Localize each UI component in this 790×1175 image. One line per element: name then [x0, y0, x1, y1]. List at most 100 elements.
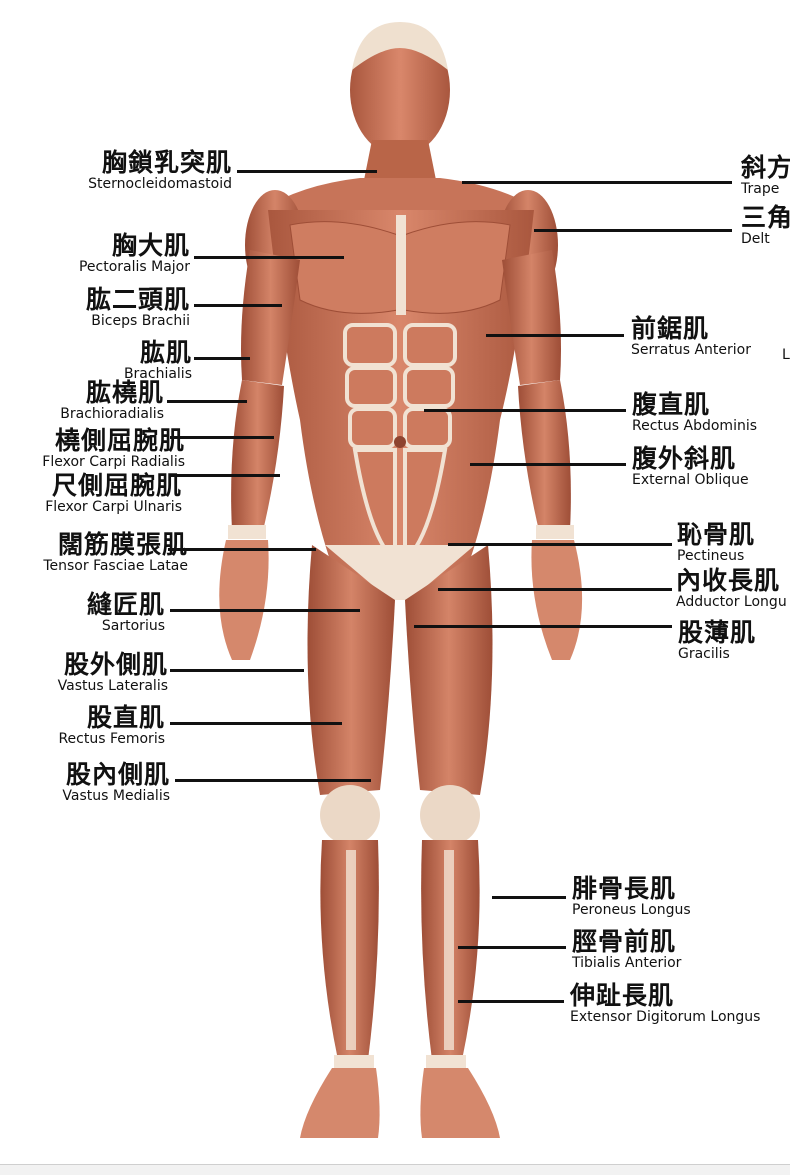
leader-line	[168, 548, 316, 551]
label-jp: 股外側肌	[63, 650, 168, 679]
label-en: Flexor Carpi Radialis	[42, 454, 185, 470]
label-jp: 腓骨長肌	[572, 874, 677, 903]
leader-line	[424, 409, 626, 412]
label-en: L	[782, 347, 790, 363]
hand-left	[219, 540, 269, 660]
leader-line	[492, 896, 566, 899]
label-en: Rectus Abdominis	[632, 418, 758, 434]
sternum	[396, 215, 406, 315]
label-rectus-femoris: 股直肌 Rectus Femoris	[58, 705, 165, 746]
forearm-left	[231, 380, 284, 535]
label-jp: 縫匠肌	[86, 590, 165, 619]
label-en: Vastus Medialis	[62, 788, 170, 804]
leader-line	[237, 170, 377, 173]
label-jp: 股內側肌	[65, 760, 170, 789]
label-en: Trape	[741, 181, 780, 197]
ankle-band-left	[334, 1055, 374, 1069]
thigh-left	[307, 545, 395, 795]
upper-arm-right	[502, 250, 561, 385]
label-tibialis-anterior: 脛骨前肌 Tibialis Anterior	[572, 929, 681, 970]
leader-line	[194, 304, 282, 307]
foot-left	[300, 1068, 380, 1138]
pectoral-left	[289, 221, 399, 314]
leader-line	[486, 334, 624, 337]
label-en: Peroneus Longus	[572, 902, 691, 918]
leader-line	[470, 463, 626, 466]
label-en: Sartorius	[101, 618, 165, 634]
label-jp: 胸大肌	[111, 231, 190, 260]
label-jp: 三角	[741, 203, 790, 232]
label-jp: 肱肌	[139, 338, 192, 367]
label-pectoralis-major: 胸大肌 Pectoralis Major	[79, 233, 190, 274]
leader-line	[448, 543, 672, 546]
pelvis	[325, 545, 475, 600]
label-vastus-medialis: 股內側肌 Vastus Medialis	[62, 762, 170, 803]
leader-line	[175, 779, 371, 782]
label-en: Pectineus	[677, 548, 745, 564]
trapezius-shape	[262, 178, 540, 210]
abdominals	[343, 323, 457, 565]
label-en: Adductor Longu	[676, 594, 787, 610]
label-flexor-carpi-radialis: 橈側屈腕肌 Flexor Carpi Radialis	[42, 428, 185, 469]
leader-line	[414, 625, 672, 628]
wrist-band-right	[536, 525, 574, 539]
head	[350, 24, 450, 156]
label-adductor-longus: 內收長肌 Adductor Longu	[676, 568, 787, 609]
label-deltoid: 三角 Delt	[741, 205, 790, 246]
label-jp: 尺側屈腕肌	[51, 471, 182, 500]
label-jp: 腹直肌	[632, 390, 711, 419]
leader-line	[170, 436, 274, 439]
label-brachioradialis: 肱橈肌 Brachioradialis	[60, 380, 164, 421]
knee-left	[320, 785, 380, 845]
label-jp: 胸鎖乳突肌	[101, 148, 232, 177]
label-en: Brachialis	[123, 366, 192, 382]
label-extensor-digitorum-longus: 伸趾長肌 Extensor Digitorum Longus	[570, 983, 760, 1024]
leader-line	[458, 946, 566, 949]
label-en: Extensor Digitorum Longus	[570, 1009, 761, 1025]
label-jp: 伸趾長肌	[570, 981, 675, 1010]
label-jp: 斜方	[741, 153, 790, 182]
leader-line	[534, 229, 732, 232]
tibia-left	[346, 850, 356, 1050]
leader-line	[170, 474, 280, 477]
label-en: Serratus Anterior	[631, 342, 751, 358]
label-peroneus-longus: 腓骨長肌 Peroneus Longus	[572, 876, 691, 917]
label-en: Tibialis Anterior	[572, 955, 682, 971]
label-en: External Oblique	[632, 472, 749, 488]
label-en: Gracilis	[678, 646, 730, 662]
label-serratus-anterior: 前鋸肌 Serratus Anterior	[631, 316, 751, 357]
label-en: Flexor Carpi Ulnaris	[45, 499, 182, 515]
label-jp: 脛骨前肌	[572, 927, 677, 956]
label-en: Delt	[741, 231, 770, 247]
leader-line	[170, 669, 304, 672]
bottom-edge	[0, 1164, 790, 1175]
wrist-band-left	[228, 525, 266, 539]
leader-line	[170, 722, 342, 725]
label-jp: 內收長肌	[676, 566, 781, 595]
label-cut-off: L	[782, 346, 790, 362]
label-jp: 腹外斜肌	[632, 444, 737, 473]
label-biceps-brachii: 肱二頭肌 Biceps Brachii	[86, 287, 190, 328]
leader-line	[194, 256, 344, 259]
label-jp: 橈側屈腕肌	[54, 426, 185, 455]
leader-line	[458, 1000, 564, 1003]
leader-line	[167, 400, 247, 403]
label-trapezius: 斜方 Trape	[741, 155, 790, 196]
label-en: Vastus Lateralis	[57, 678, 168, 694]
knee-right	[420, 785, 480, 845]
label-en: Sternocleidomastoid	[88, 176, 232, 192]
leader-line	[194, 357, 250, 360]
label-en: Pectoralis Major	[78, 259, 190, 275]
label-external-oblique: 腹外斜肌 External Oblique	[632, 446, 749, 487]
label-flexor-carpi-ulnaris: 尺側屈腕肌 Flexor Carpi Ulnaris	[45, 473, 182, 514]
label-pectineus: 恥骨肌 Pectineus	[677, 522, 755, 563]
forearm-right	[518, 380, 571, 535]
label-vastus-lateralis: 股外側肌 Vastus Lateralis	[58, 652, 168, 693]
label-jp: 恥骨肌	[677, 520, 756, 549]
label-en: Biceps Brachii	[91, 313, 190, 329]
thigh-right	[405, 545, 493, 795]
pectoral-right	[403, 221, 511, 314]
label-en: Tensor Fasciae Latae	[43, 558, 188, 574]
label-jp: 肱二頭肌	[85, 285, 190, 314]
